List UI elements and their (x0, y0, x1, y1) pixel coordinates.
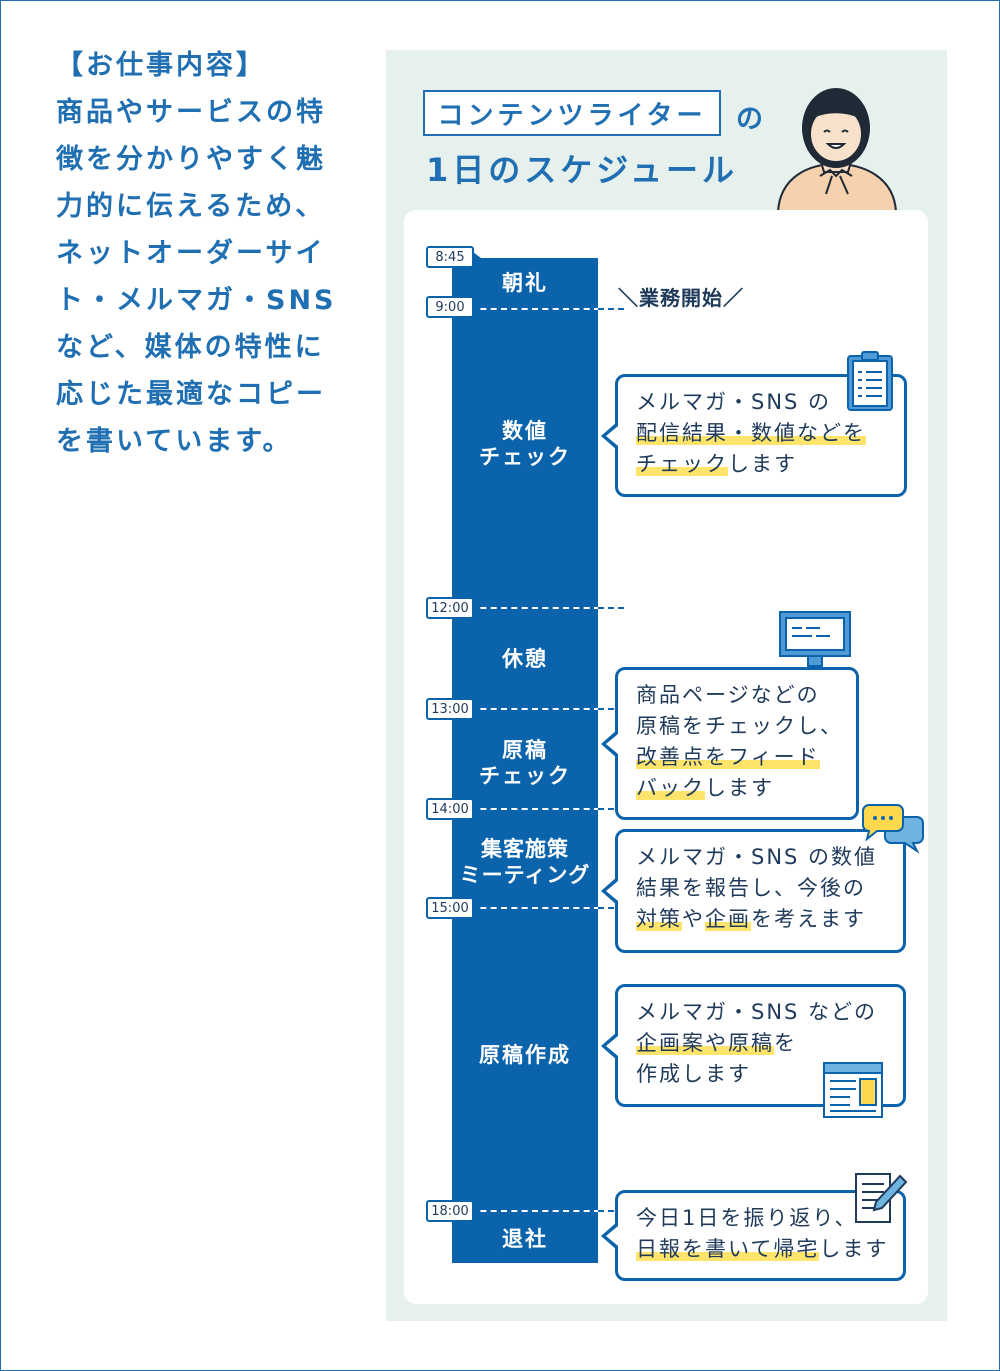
job-description-line: ト・メルマガ・SNS (56, 285, 337, 316)
bubble-tail (601, 421, 618, 450)
segment-label-line: チェック (479, 764, 571, 788)
job-description-line: など、媒体の特性に (56, 332, 325, 363)
bubble-line: メルマガ・SNS などの (636, 1000, 878, 1024)
monitor-icon (779, 611, 851, 667)
schedule-title-particle: の (736, 104, 763, 135)
bubble-line: メルマガ・SNS の (636, 390, 832, 414)
bubble-highlight: 日報を書いて帰宅 (636, 1237, 820, 1261)
bubble-highlight: 配信結果・数値などを (636, 421, 866, 445)
job-description-line: を書いています。 (56, 426, 293, 457)
segment-label-line: 原稿 (502, 738, 548, 762)
bubble-highlight: 企画案や原稿 (636, 1031, 774, 1055)
segment-check-numbers: 数値 チェック (452, 418, 598, 470)
bubble-line: 企画案や原稿を (636, 1028, 889, 1059)
bubble-line: 今日1日を振り返り、 (636, 1206, 858, 1230)
bubble-highlight: 企画 (705, 907, 751, 931)
bubble-line: 結果を報告し、今後の (636, 876, 866, 900)
bubble-tail (601, 729, 618, 758)
task-bubble-check-drafts: 商品ページなどの 原稿をチェックし、 改善点をフィード バックします (601, 667, 859, 820)
bubble-line: 配信結果・数値などを (636, 418, 890, 449)
bubble-text: します (705, 776, 774, 800)
time-divider (470, 607, 600, 609)
bubble-line: 商品ページなどの (636, 683, 820, 707)
segment-label-line: チェック (479, 445, 571, 469)
job-description-line: 徴を分かりやすく魅 (56, 144, 326, 175)
bubble-highlight: 対策 (636, 907, 682, 931)
segment-writing: 原稿作成 (479, 1043, 571, 1067)
bubble-line: メルマガ・SNS の数値 (636, 845, 878, 869)
bubble-highlight: 改善点をフィード (636, 745, 820, 769)
bubble-text: します (728, 452, 797, 476)
segment-morning-meeting: 朝礼 (502, 271, 548, 295)
segment-label-line: 集客施策 (481, 837, 569, 861)
time-tag: 8:45 (426, 246, 481, 268)
segment-check-drafts: 原稿 チェック (452, 737, 598, 789)
note-pen-icon (855, 1173, 908, 1223)
time-divider (598, 808, 624, 810)
task-bubble-leave: 今日1日を振り返り、 日報を書いて帰宅します (601, 1190, 906, 1281)
time-divider (470, 308, 600, 310)
bubble-tail (601, 1031, 618, 1060)
time-tag: 18:00 (426, 1200, 481, 1222)
bubble-line: 改善点をフィード (636, 742, 842, 773)
timeline-bar (452, 258, 598, 1263)
bubble-tail (601, 1221, 618, 1250)
time-tag: 15:00 (426, 897, 481, 919)
bubble-line: 日報を書いて帰宅します (636, 1234, 889, 1265)
time-divider (598, 607, 624, 609)
time-divider (470, 708, 600, 710)
time-tag: 14:00 (426, 798, 481, 820)
schedule-title: 1日のスケジュール (426, 151, 739, 189)
job-description-line: 商品やサービスの特 (56, 97, 326, 128)
segment-label-line: ミーティング (459, 863, 591, 887)
job-description-line: ネットオーダーサイ (56, 238, 326, 269)
document-icon (823, 1062, 883, 1118)
time-divider (470, 907, 600, 909)
clipboard-icon (847, 351, 893, 411)
bubble-tail (601, 877, 618, 905)
chat-bubbles-icon (862, 804, 924, 854)
job-description-heading: 【お仕事内容】 (56, 50, 266, 81)
bubble-highlight: チェック (636, 452, 728, 476)
bubble-line: 作成します (636, 1062, 751, 1086)
job-description-line: 力的に伝えるため、 (56, 191, 326, 222)
bubble-text: や (682, 907, 705, 931)
bubble-line: 原稿をチェックし、 (636, 714, 843, 738)
work-start-label: ＼業務開始／ (618, 286, 744, 310)
woman-avatar-icon (776, 88, 898, 213)
time-divider (598, 708, 624, 710)
time-tag: 12:00 (426, 597, 481, 619)
bubble-line: チェックします (636, 449, 890, 480)
segment-break: 休憩 (502, 647, 548, 671)
time-divider (470, 808, 600, 810)
bubble-line: バックします (636, 773, 842, 804)
segment-label-line: 数値 (502, 419, 548, 443)
bubble-highlight: バック (636, 776, 705, 800)
segment-leave: 退社 (502, 1227, 548, 1251)
segment-meeting: 集客施策 ミーティング (452, 836, 598, 888)
schedule-title-job: コンテンツライター (423, 90, 721, 136)
time-divider (598, 1210, 624, 1212)
job-description-line: 応じた最適なコピー (56, 379, 326, 410)
time-divider (470, 1210, 600, 1212)
bubble-text: を (774, 1031, 797, 1055)
task-bubble-check-numbers: メルマガ・SNS の 配信結果・数値などを チェックします (601, 374, 907, 497)
job-description: 【お仕事内容】 商品やサービスの特 徴を分かりやすく魅 力的に伝えるため、 ネッ… (56, 42, 356, 465)
bubble-text: します (819, 1237, 889, 1261)
time-divider (598, 308, 624, 310)
time-tag: 13:00 (426, 698, 481, 720)
time-tag: 9:00 (426, 296, 481, 318)
time-divider (598, 907, 624, 909)
bubble-line: 対策や企画を考えます (636, 904, 889, 935)
task-bubble-meeting: メルマガ・SNS の数値 結果を報告し、今後の 対策や企画を考えます (601, 829, 906, 953)
bubble-text: を考えます (751, 907, 866, 931)
